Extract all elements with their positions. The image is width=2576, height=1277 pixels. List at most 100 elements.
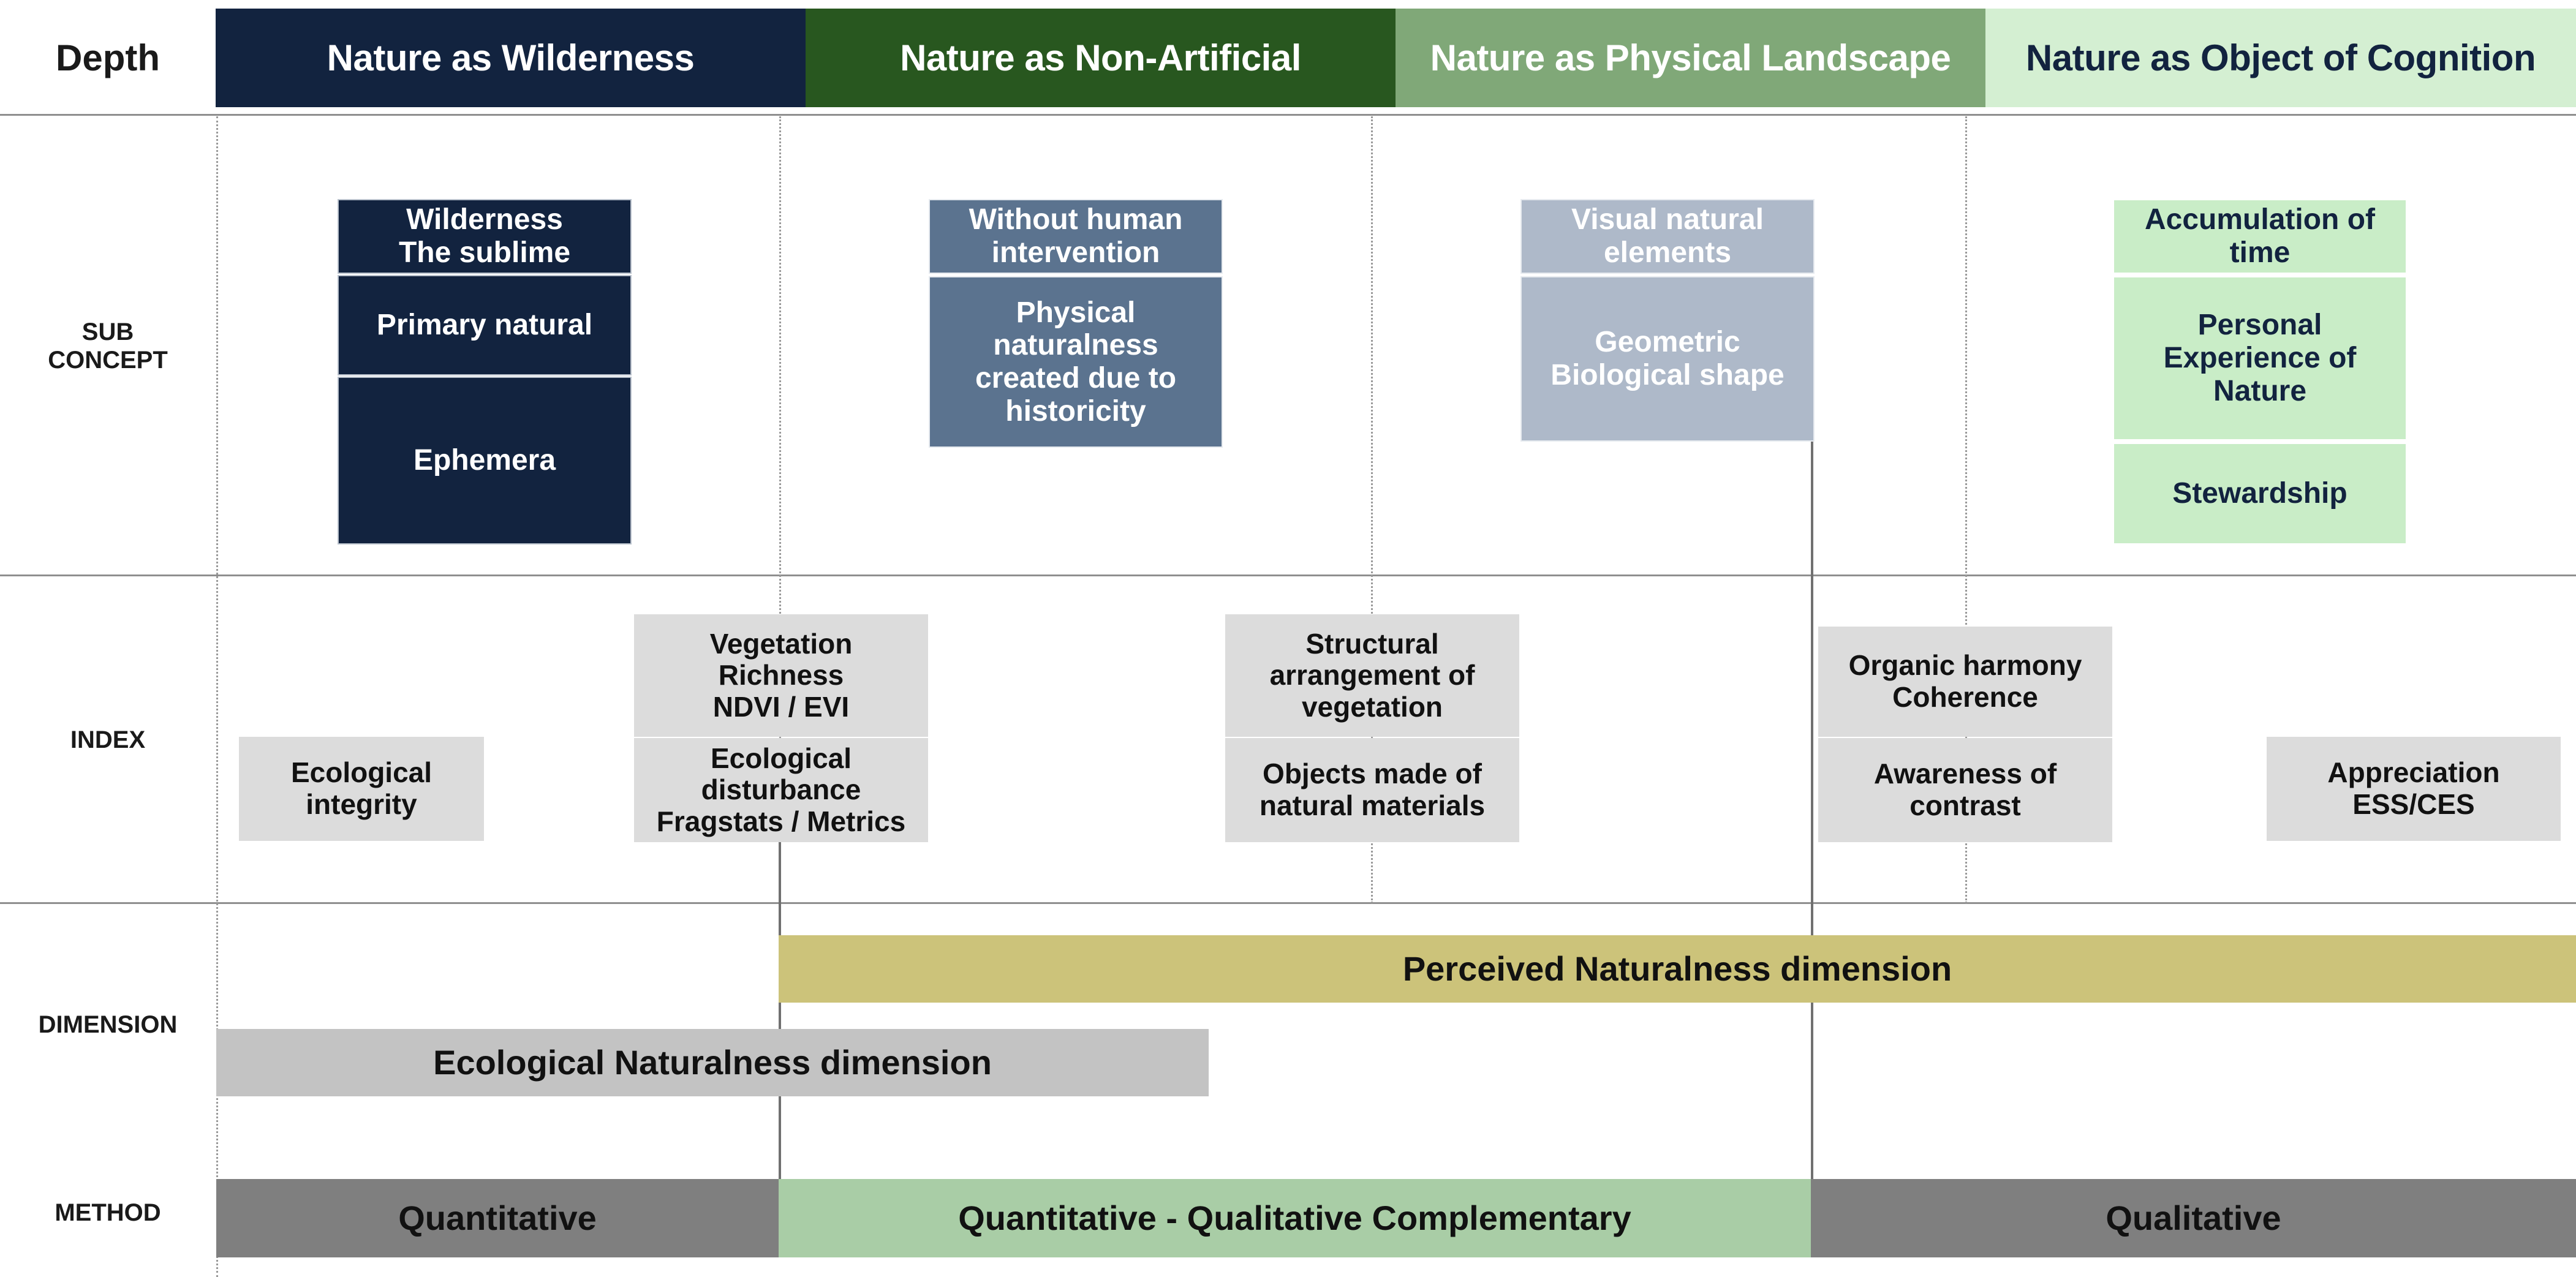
method-label: Quantitative - Qualitative Complementary xyxy=(958,1198,1631,1237)
index-label: Appreciation ESS/CES xyxy=(2327,757,2499,820)
index-box[interactable]: Vegetation Richness NDVI / EVI xyxy=(634,614,928,737)
index-box[interactable]: Structural arrangement of vegetation xyxy=(1225,614,1519,737)
index-box[interactable]: Objects made of natural materials xyxy=(1225,738,1519,842)
column-header-wilderness: Nature as Wilderness xyxy=(216,9,806,107)
method-bar-qualitative[interactable]: Qualitative xyxy=(1811,1179,2576,1257)
sub-concept-line: Visual natural xyxy=(1571,203,1764,236)
sub-concept-box[interactable]: Accumulation of time xyxy=(2113,199,2407,274)
sub-concept-label: Visual natural elements xyxy=(1571,203,1764,269)
sub-concept-line: time xyxy=(2229,236,2291,269)
row-label-text: INDEX xyxy=(70,726,146,753)
column-header-nonartificial: Nature as Non-Artificial xyxy=(806,9,1396,107)
sub-concept-line: Personal xyxy=(2197,309,2322,342)
sub-concept-line: Without human xyxy=(969,203,1183,236)
method-bar-complementary[interactable]: Quantitative - Qualitative Complementary xyxy=(779,1179,1811,1257)
column-header-landscape: Nature as Physical Landscape xyxy=(1396,9,1985,107)
guide-line-col3-left xyxy=(1371,116,1373,903)
index-line: vegetation xyxy=(1301,690,1443,723)
index-line: Richness xyxy=(718,659,844,691)
sub-concept-box[interactable]: Geometric Biological shape xyxy=(1520,276,1815,442)
row-label-line1: SUB xyxy=(81,318,134,345)
sub-concept-box[interactable]: Visual natural elements xyxy=(1520,199,1815,274)
row-label-method: METHOD xyxy=(0,1164,216,1262)
dimension-label: Perceived Naturalness dimension xyxy=(1402,949,1952,988)
dimension-bar-ecological[interactable]: Ecological Naturalness dimension xyxy=(216,1029,1209,1096)
sub-concept-label: Primary natural xyxy=(376,309,593,342)
row-label-text: DIMENSION xyxy=(38,1011,178,1038)
sub-concept-box[interactable]: Ephemera xyxy=(338,377,632,544)
guide-line-col3-solid xyxy=(1811,438,1813,1210)
sub-concept-box[interactable]: Physical naturalness created due to hist… xyxy=(929,276,1223,448)
index-line: Objects made of xyxy=(1263,758,1482,790)
index-line: arrangement of xyxy=(1269,659,1475,691)
separator-below-header xyxy=(0,114,2576,116)
separator-index-dimension xyxy=(0,902,2576,904)
index-line: NDVI / EVI xyxy=(712,690,850,723)
sub-concept-line: Geometric xyxy=(1595,326,1740,359)
index-label: Objects made of natural materials xyxy=(1260,758,1485,821)
sub-concept-label: Accumulation of time xyxy=(2145,203,2375,269)
sub-concept-box[interactable]: Personal Experience of Nature xyxy=(2113,276,2407,440)
sub-concept-label: Without human intervention xyxy=(969,203,1183,269)
row-label-sub-concept: SUB CONCEPT xyxy=(0,116,216,576)
index-line: Ecological xyxy=(290,756,432,789)
guide-line-col4-left xyxy=(1965,116,1967,903)
row-label-text: METHOD xyxy=(55,1199,161,1226)
index-box[interactable]: Appreciation ESS/CES xyxy=(2267,737,2561,841)
sub-concept-line: created due to xyxy=(975,362,1177,394)
index-line: disturbance xyxy=(701,774,861,806)
row-label-line2: CONCEPT xyxy=(48,347,168,374)
sub-concept-line: historicity xyxy=(1005,394,1146,428)
row-label-index: INDEX xyxy=(0,576,216,903)
sub-concept-label: Ephemera xyxy=(413,444,556,477)
sub-concept-box[interactable]: Primary natural xyxy=(338,275,632,375)
index-line: Structural xyxy=(1305,627,1439,660)
index-line: Organic harmony xyxy=(1848,649,2082,682)
separator-subconcept-index xyxy=(0,574,2576,576)
sub-concept-box[interactable]: Wilderness The sublime xyxy=(338,199,632,274)
index-box[interactable]: Ecological integrity xyxy=(239,737,484,841)
sub-concept-label: Wilderness The sublime xyxy=(399,203,570,269)
sub-concept-box[interactable]: Stewardship xyxy=(2113,443,2407,544)
dimension-label: Ecological Naturalness dimension xyxy=(433,1042,992,1082)
index-line: Awareness of xyxy=(1873,758,2057,790)
index-line: ESS/CES xyxy=(2352,788,2475,820)
row-label-depth: Depth xyxy=(0,9,216,107)
method-label: Qualitative xyxy=(2106,1198,2281,1237)
method-bar-quantitative[interactable]: Quantitative xyxy=(216,1179,779,1257)
sub-concept-line: Biological shape xyxy=(1551,359,1785,391)
method-label: Quantitative xyxy=(398,1198,597,1237)
index-line: Coherence xyxy=(1892,681,2038,713)
index-line: natural materials xyxy=(1259,789,1486,821)
sub-concept-line: The sublime xyxy=(398,236,571,269)
index-box[interactable]: Awareness of contrast xyxy=(1818,738,2112,842)
sub-concept-line: elements xyxy=(1603,236,1732,269)
index-line: Ecological xyxy=(710,742,852,774)
sub-concept-label: Geometric Biological shape xyxy=(1551,326,1784,392)
row-label-text: Depth xyxy=(56,37,160,78)
sub-concept-line: Wilderness xyxy=(406,203,563,236)
sub-concept-box[interactable]: Without human intervention xyxy=(929,199,1223,274)
index-line: Appreciation xyxy=(2327,756,2500,789)
index-line: Vegetation xyxy=(709,627,853,660)
index-line: integrity xyxy=(306,788,417,820)
guide-line-col2-left xyxy=(779,116,781,900)
index-box[interactable]: Organic harmony Coherence xyxy=(1818,627,2112,737)
sub-concept-line: Physical xyxy=(1016,296,1136,329)
index-label: Ecological integrity xyxy=(291,757,432,820)
sub-concept-label: Stewardship xyxy=(2172,477,2347,510)
index-line: contrast xyxy=(1909,789,2021,821)
sub-concept-line: naturalness xyxy=(993,329,1158,362)
column-header-label: Nature as Physical Landscape xyxy=(1430,37,1951,78)
sub-concept-label: Personal Experience of Nature xyxy=(2164,309,2357,407)
sub-concept-line: intervention xyxy=(991,236,1160,269)
index-label: Organic harmony Coherence xyxy=(1849,650,2082,713)
guide-line-col1-left xyxy=(216,116,218,1277)
sub-concept-line: Nature xyxy=(2213,374,2307,407)
sub-concept-line: Experience of xyxy=(2163,342,2357,375)
column-header-label: Nature as Wilderness xyxy=(327,37,695,78)
dimension-bar-perceived[interactable]: Perceived Naturalness dimension xyxy=(779,935,2576,1003)
index-label: Ecological disturbance Fragstats / Metri… xyxy=(657,742,905,838)
index-box[interactable]: Ecological disturbance Fragstats / Metri… xyxy=(634,738,928,842)
